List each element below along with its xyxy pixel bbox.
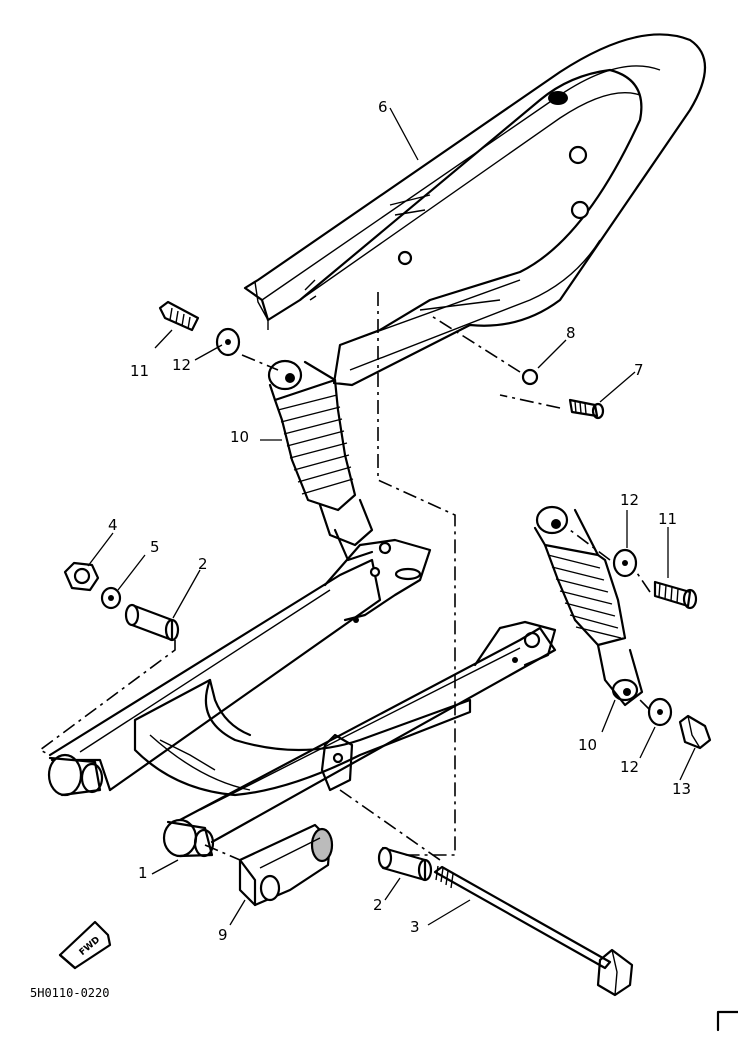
label-part-10-right: 10 bbox=[578, 736, 598, 754]
label-part-10-left: 10 bbox=[230, 428, 250, 446]
bolt-part-7 bbox=[568, 398, 605, 420]
assembly-centerlines bbox=[38, 292, 651, 861]
label-part-5: 5 bbox=[150, 538, 160, 556]
label-part-2-lower: 2 bbox=[373, 896, 383, 914]
label-part-12-left: 12 bbox=[172, 356, 192, 374]
label-part-11-right: 11 bbox=[658, 510, 678, 528]
pivot-shaft-part-3 bbox=[433, 865, 634, 997]
drawing-code: 5H0110-0220 bbox=[30, 986, 110, 1000]
washer-part-12-right-upper bbox=[612, 548, 638, 578]
shock-absorber-part-10-left bbox=[267, 359, 374, 562]
fwd-arrow-text: FWD bbox=[78, 935, 102, 958]
fwd-arrow-icon bbox=[58, 920, 112, 970]
label-part-2-upper: 2 bbox=[198, 555, 208, 573]
label-part-3: 3 bbox=[410, 918, 420, 936]
cap-nut-part-13 bbox=[678, 714, 712, 750]
collar-part-2-lower bbox=[377, 846, 433, 882]
collar-part-2-upper bbox=[124, 603, 180, 642]
washer-part-12-left bbox=[215, 327, 241, 357]
chain-guide-part-9 bbox=[238, 823, 334, 907]
corner-crop-mark bbox=[716, 1010, 738, 1032]
washer-part-5 bbox=[100, 586, 122, 610]
label-part-12-right-lower: 12 bbox=[620, 758, 640, 776]
label-part-13: 13 bbox=[672, 780, 692, 798]
label-part-6: 6 bbox=[378, 98, 388, 116]
label-part-9: 9 bbox=[218, 926, 228, 944]
bolt-part-11-right bbox=[653, 580, 698, 610]
rear-arm-swingarm bbox=[47, 538, 557, 858]
nut-part-4 bbox=[63, 561, 100, 592]
label-part-12-right-upper: 12 bbox=[620, 491, 640, 509]
chain-case-part-6 bbox=[243, 33, 707, 387]
nut-part-8 bbox=[521, 368, 539, 386]
washer-part-12-right-lower bbox=[647, 697, 673, 727]
label-part-1: 1 bbox=[138, 864, 148, 882]
label-part-7: 7 bbox=[634, 361, 644, 379]
shock-absorber-part-10-right bbox=[533, 505, 644, 707]
bolt-part-11-left bbox=[158, 300, 200, 332]
leader-lines bbox=[87, 107, 696, 926]
label-part-8: 8 bbox=[566, 324, 576, 342]
label-part-4: 4 bbox=[108, 516, 118, 534]
label-part-11-left: 11 bbox=[130, 362, 150, 380]
